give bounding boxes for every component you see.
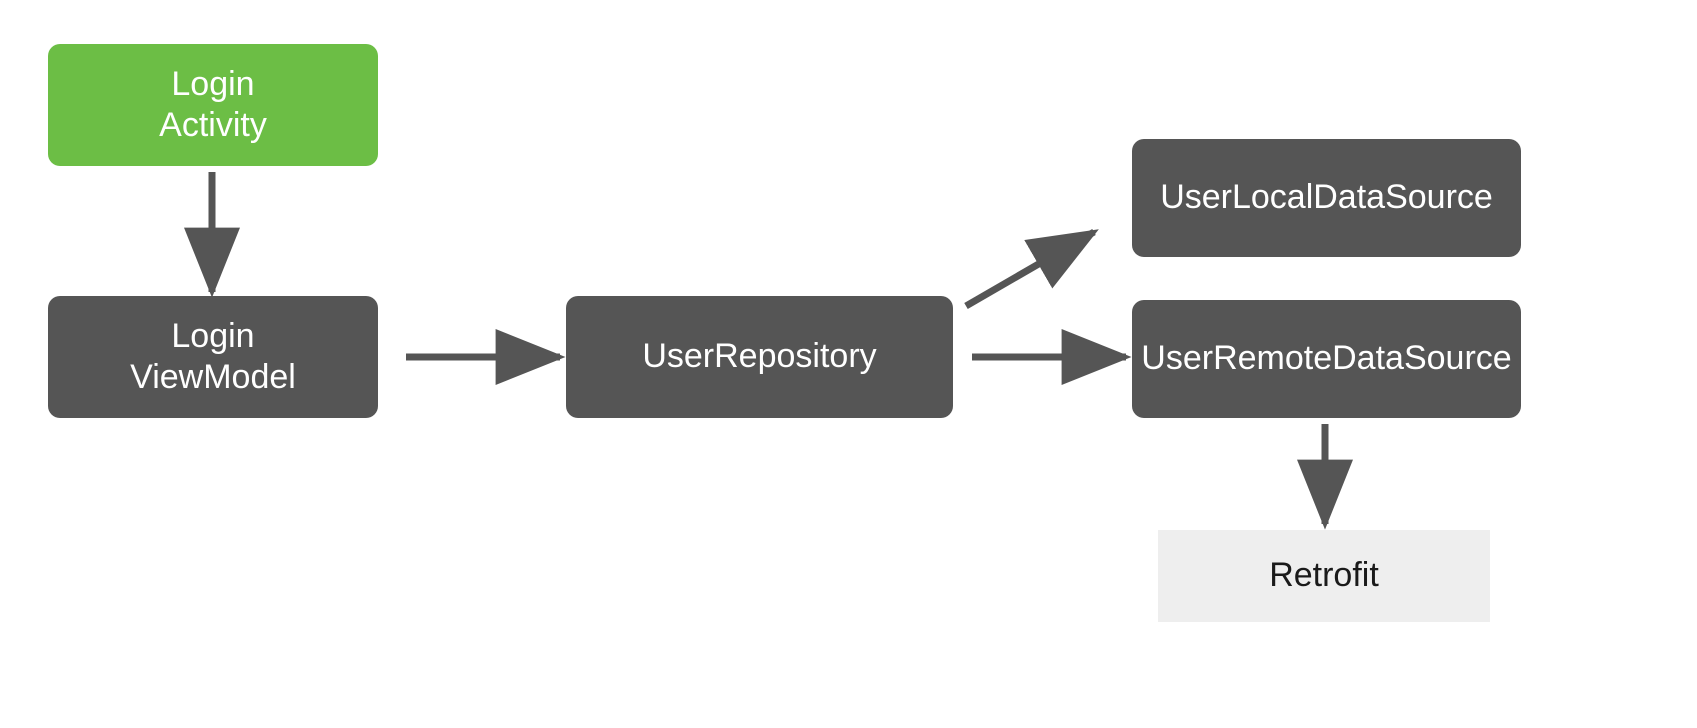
node-user-repository[interactable]: UserRepository xyxy=(566,296,953,418)
node-user-local-data-source[interactable]: UserLocalDataSource xyxy=(1132,139,1521,257)
node-login-activity[interactable]: Login Activity xyxy=(48,44,378,166)
node-login-viewmodel[interactable]: Login ViewModel xyxy=(48,296,378,418)
node-user-remote-data-source[interactable]: UserRemoteDataSource xyxy=(1132,300,1521,418)
edge-repository-to-local xyxy=(964,228,1099,310)
diagram-edges xyxy=(184,172,1353,530)
node-retrofit[interactable]: Retrofit xyxy=(1158,530,1490,622)
